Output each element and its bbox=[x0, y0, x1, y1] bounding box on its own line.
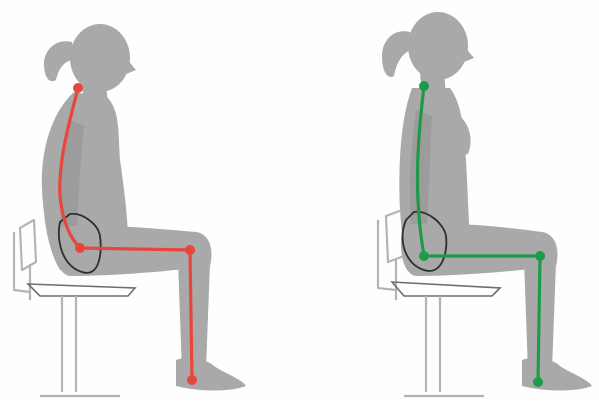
left-woman-silhouette bbox=[42, 24, 246, 391]
ankle-joint bbox=[187, 375, 197, 385]
upright-sitting-figure bbox=[378, 12, 592, 396]
hip-joint bbox=[75, 243, 85, 253]
neck-joint bbox=[419, 81, 429, 91]
hip-joint bbox=[419, 251, 429, 261]
knee-joint bbox=[185, 245, 195, 255]
neck-joint bbox=[73, 83, 83, 93]
slouched-sitting-figure bbox=[14, 24, 246, 396]
knee-joint bbox=[535, 251, 545, 261]
right-woman-silhouette bbox=[382, 12, 592, 391]
ankle-joint bbox=[533, 377, 543, 387]
